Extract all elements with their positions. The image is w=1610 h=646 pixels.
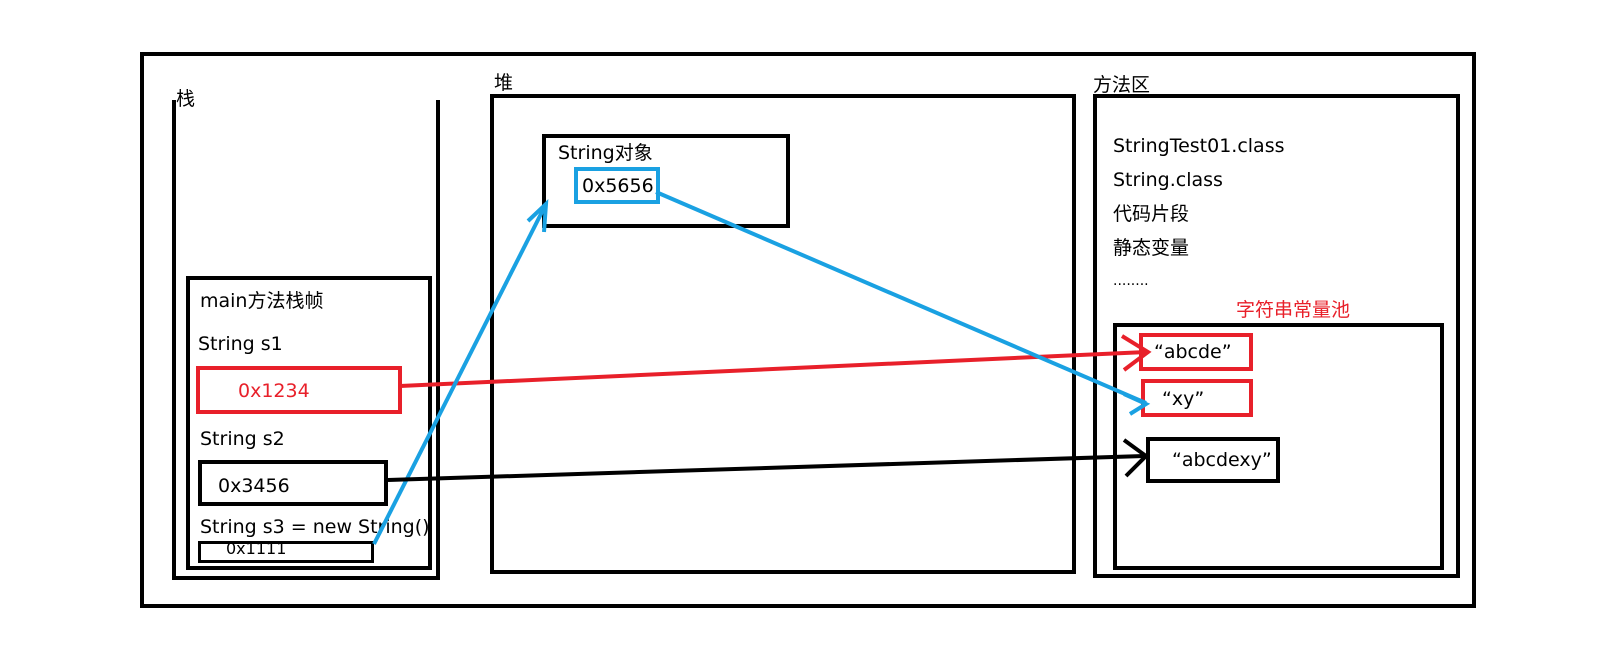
arrow-s3-to-heap-object [372, 203, 548, 545]
stack-label: 栈 [176, 88, 196, 110]
arrowhead-heap [1123, 392, 1151, 416]
heap-region [490, 94, 1076, 574]
string-constant-pool [1113, 323, 1444, 570]
s2-label: String s2 [200, 428, 285, 450]
s1-value: 0x1234 [238, 380, 310, 402]
string-object-ref-box [574, 167, 660, 204]
method-area-item: 代码片段 [1113, 203, 1190, 225]
string-object-label: String对象 [558, 142, 653, 164]
heap-label: 堆 [494, 72, 514, 94]
arrowhead-s1 [1120, 334, 1152, 372]
pool-string: “abcdexy” [1172, 449, 1272, 471]
pool-string: “xy” [1162, 388, 1205, 410]
string-object-box [542, 134, 790, 228]
s1-value-box [196, 366, 402, 414]
method-area-item: ........ [1113, 273, 1149, 289]
s1-label: String s1 [198, 333, 283, 355]
arrowhead-s2 [1122, 438, 1150, 478]
string-pool-label: 字符串常量池 [1236, 299, 1351, 321]
main-stack-frame [186, 276, 432, 570]
outer-frame [140, 52, 1476, 608]
method-area-item: 静态变量 [1113, 237, 1190, 259]
arrow-s1-to-abcde [399, 350, 1147, 388]
s3-value: 0x1111 [226, 539, 287, 558]
method-area-item: StringTest01.class [1113, 135, 1285, 157]
s2-value: 0x3456 [218, 475, 290, 497]
pool-string: “abcde” [1154, 341, 1232, 363]
method-area-region [1093, 94, 1460, 578]
method-area-label: 方法区 [1093, 74, 1151, 96]
s2-value-box [198, 460, 388, 506]
arrow-s2-to-abcdexy [387, 454, 1145, 482]
main-frame-label: main方法栈帧 [200, 290, 324, 312]
method-area-item: String.class [1113, 169, 1223, 191]
arrowhead-s3 [526, 199, 549, 233]
pool-string-box [1141, 379, 1253, 417]
s3-value-box [198, 541, 374, 563]
stack-region [172, 100, 440, 580]
string-object-ref: 0x5656 [582, 175, 654, 197]
pool-string-box [1146, 437, 1280, 483]
s3-label: String s3 = new String() [200, 516, 430, 538]
arrow-heap-to-xy [655, 190, 1147, 405]
